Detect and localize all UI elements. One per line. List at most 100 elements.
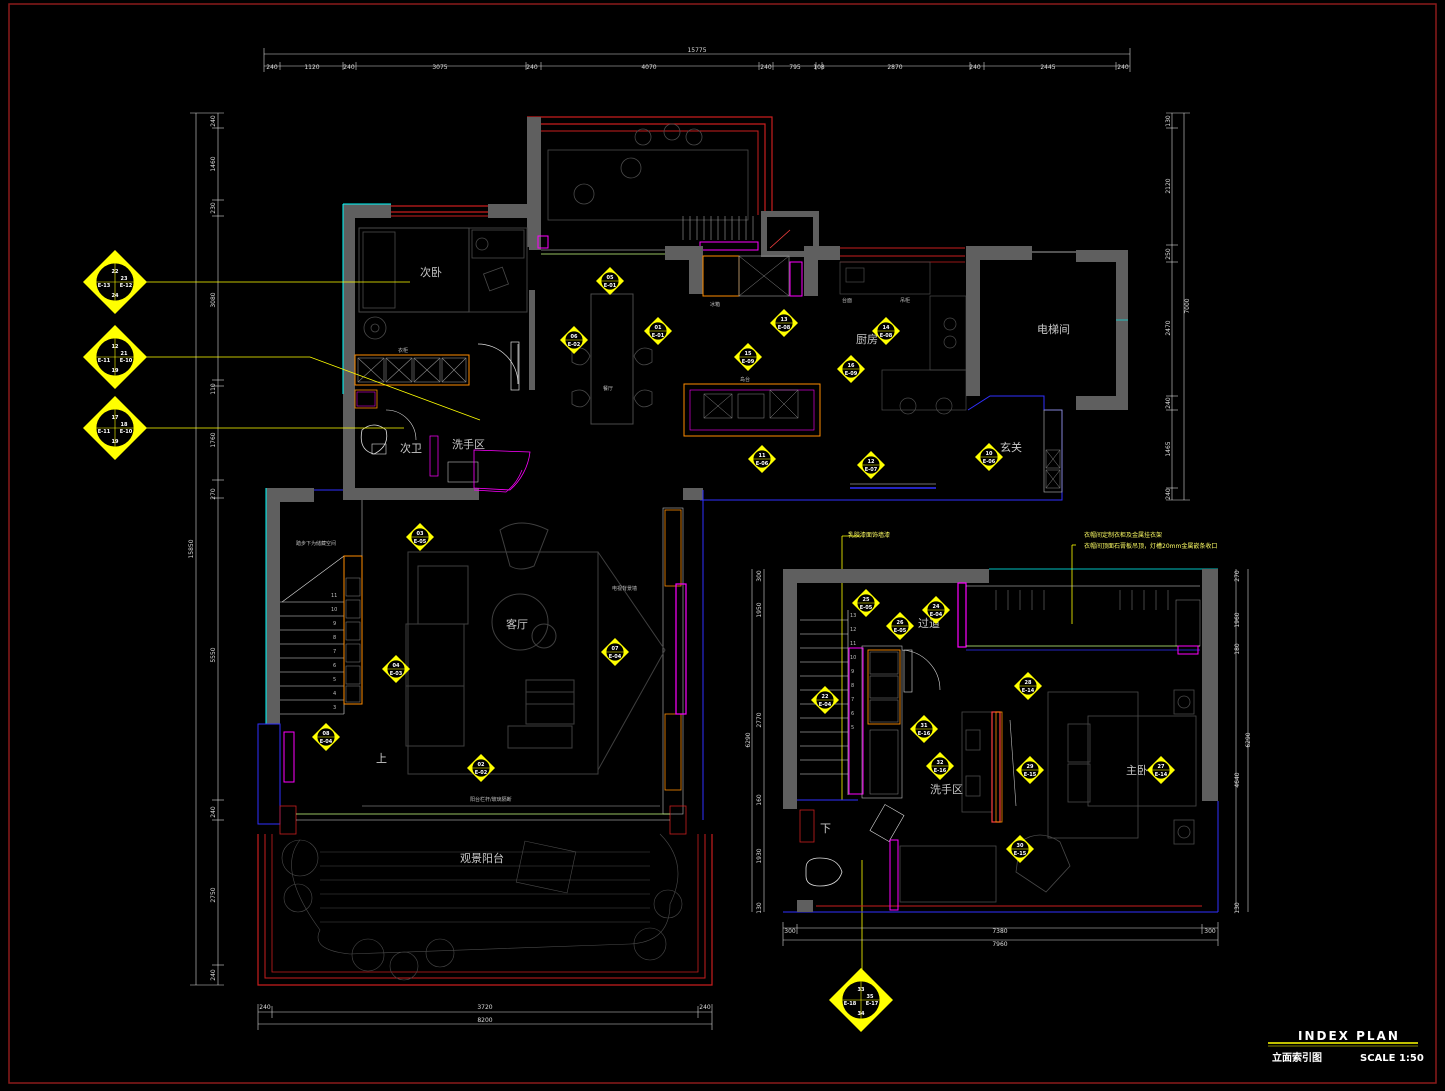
tag-number: 26 <box>897 620 904 626</box>
sub-right-5: 130 <box>1234 902 1241 914</box>
bottom-left-seg-2: 240 <box>699 1004 711 1011</box>
right-seg-1: 2120 <box>1165 178 1172 193</box>
room-guest-bath: 次卫 <box>400 441 422 455</box>
elevation-tag-m05: 31E-16 <box>910 715 938 743</box>
main-floor-plan: 次卧 衣柜 次卫 洗手区 餐厅 <box>257 116 1128 986</box>
tag-code: E-04 <box>930 612 943 618</box>
top-seg-3: 3075 <box>432 64 447 71</box>
title-main: INDEX PLAN <box>1298 1029 1400 1043</box>
right-seg-0: 130 <box>1165 115 1172 127</box>
stair-num: 3 <box>333 705 336 711</box>
tag-code: E-01 <box>604 283 617 289</box>
tag-number: 11 <box>759 453 766 459</box>
label-fridge: 冰箱 <box>710 301 720 308</box>
room-entrance: 玄关 <box>1000 440 1022 454</box>
tag-number: 04 <box>393 663 400 669</box>
left-seg-7: 5550 <box>210 647 217 662</box>
quad-num: 21 <box>121 351 128 357</box>
sub-right-4: 4640 <box>1234 772 1241 787</box>
tag-code: E-14 <box>1022 688 1035 694</box>
sheet-border <box>8 3 1437 1084</box>
elevation-tag-m01: 25E-05 <box>852 589 880 617</box>
room-bedroom2: 次卧 <box>420 265 442 279</box>
sub-right-1: 1960 <box>1234 612 1241 627</box>
tag-number: 28 <box>1025 680 1032 686</box>
left-segment-labels: 240 1460 230 3080 110 1760 270 5550 240 … <box>210 115 217 981</box>
top-seg-4: 240 <box>526 64 538 71</box>
tag-code: E-08 <box>778 325 791 331</box>
tag-code: E-09 <box>742 359 755 365</box>
elevation-tag-e06: 14E-08 <box>872 317 900 345</box>
right-total-dim: 7000 <box>1184 298 1191 313</box>
label-counter: 台面 <box>842 297 852 304</box>
top-seg-10: 240 <box>969 64 981 71</box>
tag-code: E-16 <box>918 731 931 737</box>
tag-code: E-16 <box>934 768 947 774</box>
elevation-tag-m08: 27E-14 <box>1147 756 1175 784</box>
quad-num: 35 <box>867 994 874 1000</box>
quad-num: 18 <box>121 422 128 428</box>
tag-code: E-05 <box>894 628 907 634</box>
quad-bottom: 34 <box>858 1011 865 1017</box>
label-cabinet: 吊柜 <box>900 297 910 304</box>
left-seg-6: 270 <box>210 488 217 500</box>
elevation-tag-m04: 28E-14 <box>1014 672 1042 700</box>
elevation-tag-e14: 08E-04 <box>312 723 340 751</box>
tag-number: 27 <box>1158 764 1165 770</box>
left-seg-4: 110 <box>210 383 217 395</box>
stair-num-b: 13 <box>850 613 856 619</box>
left-seg-2: 230 <box>210 202 217 214</box>
elevation-tag-m06: 32E-16 <box>926 752 954 780</box>
elevation-tag-layer: 05E-0106E-0201E-0113E-0815E-0914E-0816E-… <box>312 267 1175 863</box>
stair-num-b: 11 <box>850 641 856 647</box>
stair-num-b: 5 <box>851 725 854 731</box>
stair-num-b: 12 <box>850 627 856 633</box>
sub-left-6: 130 <box>756 902 763 914</box>
elevation-tag-m07: 29E-15 <box>1016 756 1044 784</box>
quad-num: 23 <box>121 276 128 282</box>
right-segment-labels: 130 2120 250 2470 240 1465 240 <box>1165 115 1172 500</box>
elevation-tag-m10: 22E-04 <box>811 686 839 714</box>
stair-num: 7 <box>333 649 336 655</box>
room-wash-area: 洗手区 <box>452 437 485 451</box>
label-island: 岛台 <box>740 376 750 383</box>
quad-left: E-11 <box>98 358 111 364</box>
leader-lines <box>146 281 1076 970</box>
tag-code: E-05 <box>414 539 427 545</box>
stair-num-b: 9 <box>851 669 854 675</box>
bottom-right-total: 7960 <box>992 941 1007 948</box>
title-scale: SCALE 1:50 <box>1360 1053 1424 1064</box>
quad-top: 22 <box>112 269 119 275</box>
tag-number: 06 <box>571 334 578 340</box>
sub-right-3: 6290 <box>1245 732 1252 747</box>
room-mech: 电梯间 <box>1037 323 1070 336</box>
label-down: 下 <box>820 822 831 835</box>
quad-top: 33 <box>858 987 865 993</box>
elevation-tag-e04: 13E-08 <box>770 309 798 337</box>
top-seg-1: 1120 <box>304 64 319 71</box>
right-seg-3: 2470 <box>1165 320 1172 335</box>
stair-num-b: 10 <box>850 655 856 661</box>
tag-code: E-02 <box>568 342 581 348</box>
tag-number: 15 <box>745 351 752 357</box>
stair-num: 6 <box>333 663 336 669</box>
tag-code: E-09 <box>845 371 858 377</box>
right-seg-2: 250 <box>1165 248 1172 260</box>
elevation-tag-e11: 03E-05 <box>406 523 434 551</box>
left-seg-1: 1460 <box>210 156 217 171</box>
elevation-tag-e13: 07E-04 <box>601 638 629 666</box>
tag-code: E-05 <box>860 605 873 611</box>
top-seg-11: 2445 <box>1040 64 1055 71</box>
stair-num: 4 <box>333 691 336 697</box>
bottom-left-seg-0: 240 <box>259 1004 271 1011</box>
label-dining: 餐厅 <box>603 385 613 392</box>
quad-bottom: 24 <box>112 293 119 299</box>
sub-left-5: 1930 <box>756 848 763 863</box>
left-dimension-chain <box>190 112 224 986</box>
tag-number: 32 <box>937 760 944 766</box>
stair-num-b: 8 <box>851 683 854 689</box>
bottom-dimension-labels: 240 3720 240 8200 300 7380 300 7960 300 … <box>259 570 1252 1024</box>
